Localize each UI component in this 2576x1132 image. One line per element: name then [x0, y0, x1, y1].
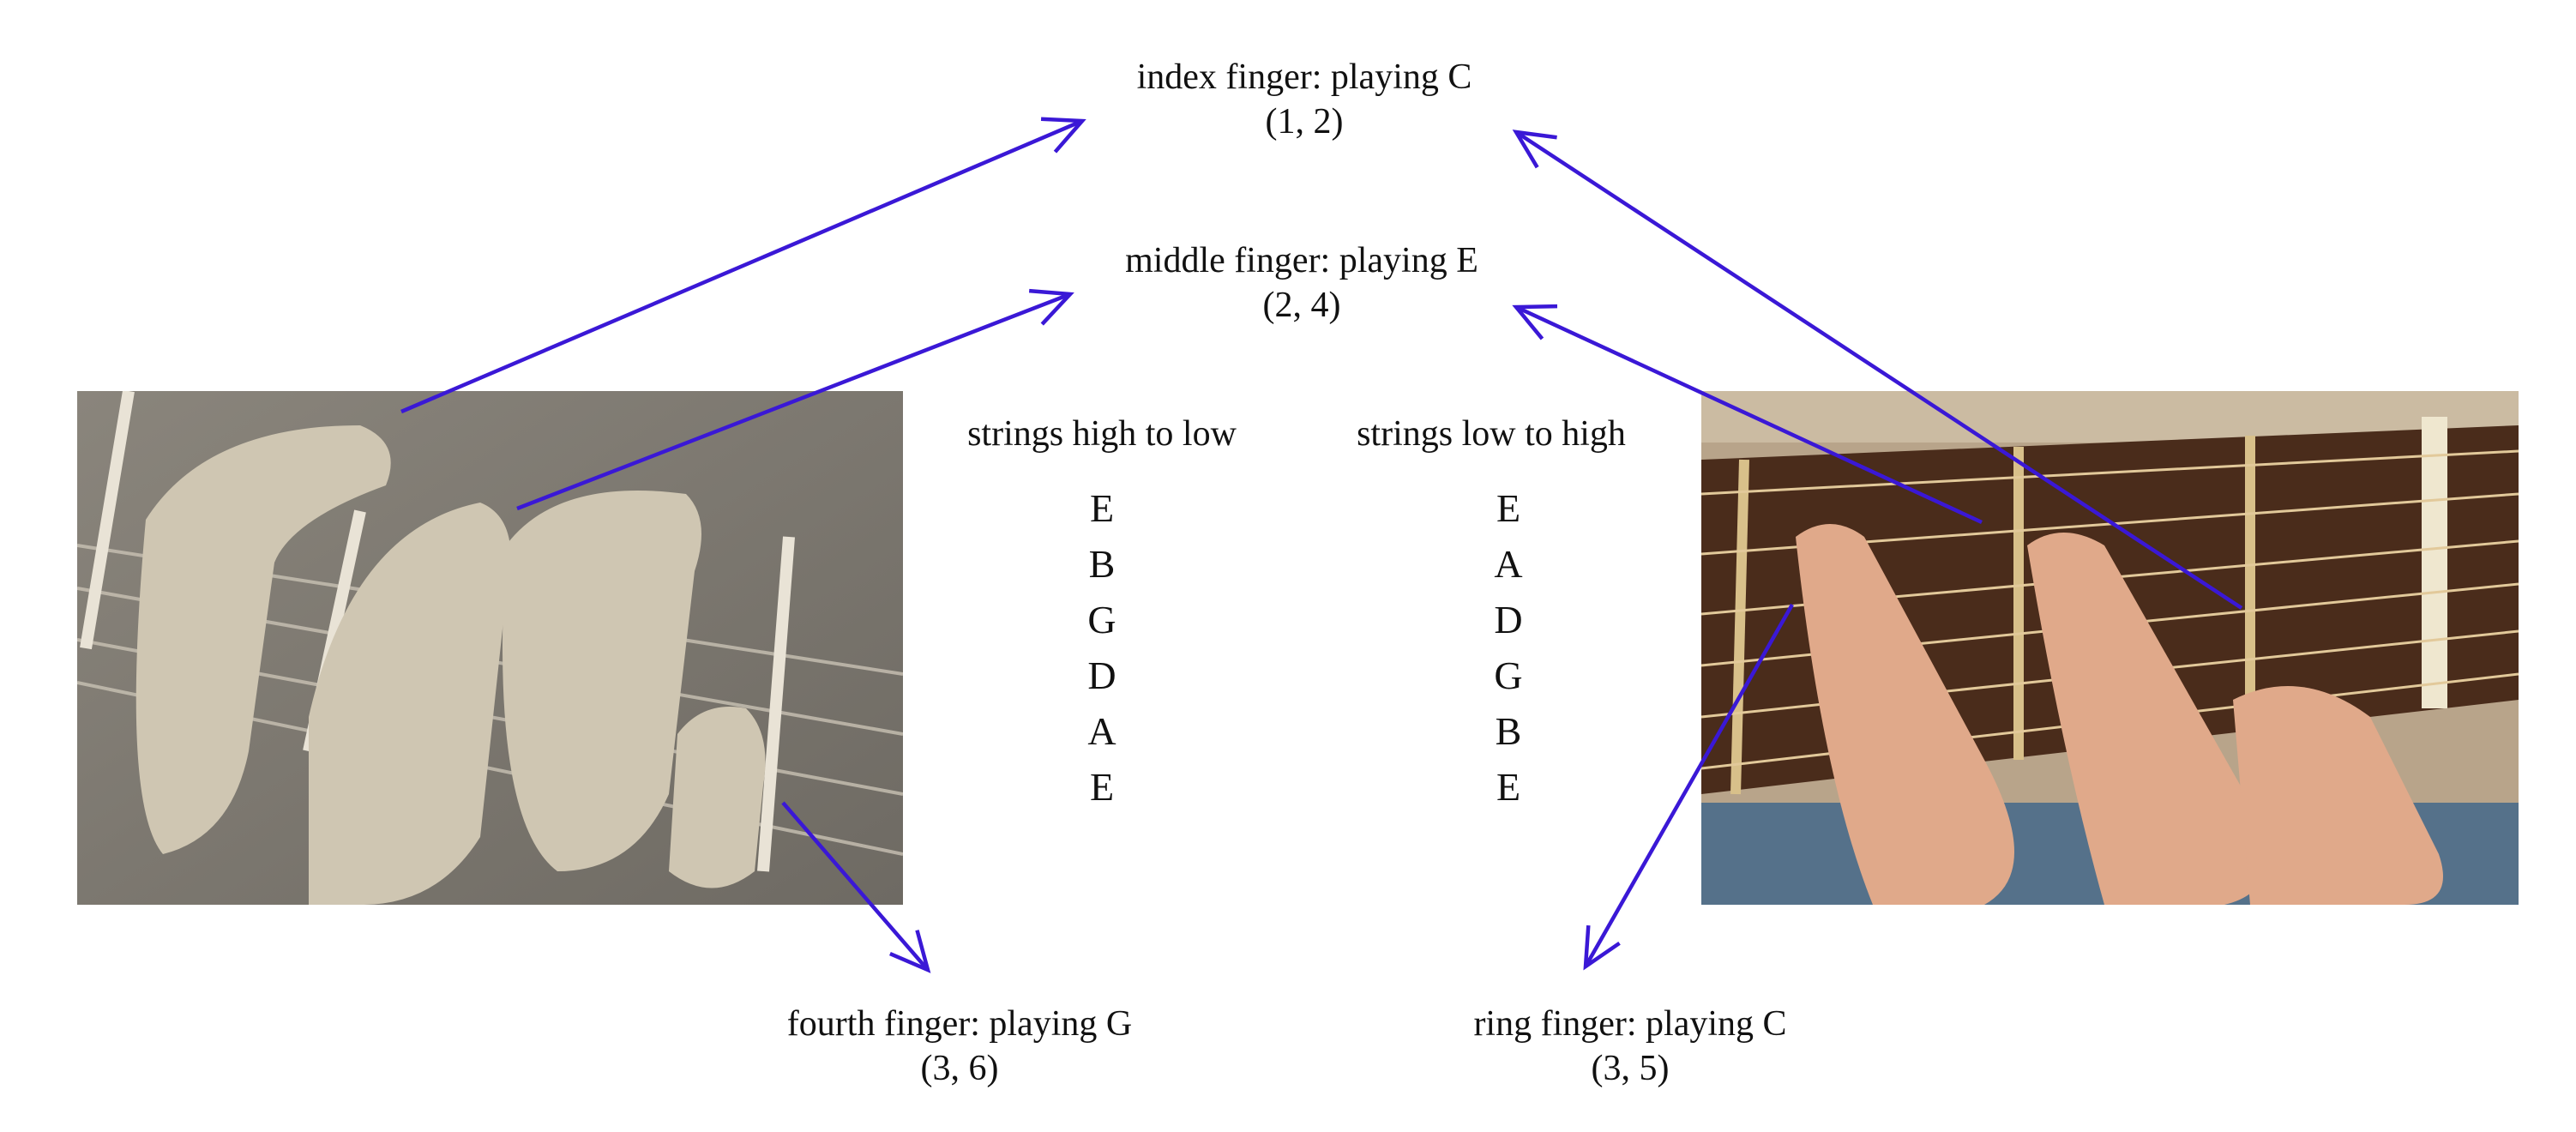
left-hand-photo — [77, 391, 903, 905]
string-note: G — [1494, 653, 1523, 697]
ring-finger-coords: (3, 5) — [1591, 1049, 1670, 1088]
strings-low-to-high-heading: strings low to high — [1357, 414, 1626, 454]
index-finger-title: index finger: playing C — [1136, 57, 1472, 97]
middle-finger-arrow-left — [516, 288, 1074, 511]
ring-finger-arrow — [1583, 603, 1794, 971]
string-note: E — [1496, 486, 1521, 530]
fourth-finger-label: fourth finger: playing G (3, 6) — [787, 1002, 1132, 1091]
middle-finger-arrow-right — [1512, 304, 1983, 525]
ring-finger-label: ring finger: playing C (3, 5) — [1473, 1002, 1786, 1091]
middle-finger-label: middle finger: playing E (2, 4) — [1125, 238, 1478, 328]
middle-finger-title: middle finger: playing E — [1125, 241, 1478, 280]
string-note: A — [1494, 542, 1523, 586]
string-note: B — [1495, 709, 1522, 753]
fourth-finger-coords: (3, 6) — [920, 1049, 999, 1088]
string-note: G — [1087, 598, 1116, 641]
fourth-finger-title: fourth finger: playing G — [786, 1004, 1133, 1044]
string-note: E — [1089, 765, 1115, 809]
middle-finger-coords: (2, 4) — [1262, 286, 1341, 325]
right-hand-photo — [1701, 391, 2519, 905]
index-finger-arrow-right — [1512, 129, 2243, 610]
strings-high-to-low-list: E B G D A E — [1087, 480, 1116, 815]
string-note: E — [1089, 486, 1115, 530]
fourth-finger-arrow — [781, 801, 931, 973]
index-finger-label: index finger: playing C (1, 2) — [1137, 55, 1472, 144]
string-note: D — [1494, 598, 1523, 641]
index-finger-coords: (1, 2) — [1265, 102, 1344, 142]
string-note: E — [1496, 765, 1521, 809]
string-note: B — [1088, 542, 1116, 586]
index-finger-arrow-left — [400, 117, 1086, 414]
string-note: D — [1087, 653, 1116, 697]
strings-low-to-high-list: E A D G B E — [1494, 480, 1522, 815]
strings-high-to-low-heading: strings high to low — [967, 414, 1237, 454]
string-note: A — [1087, 709, 1116, 753]
ring-finger-title: ring finger: playing C — [1473, 1004, 1787, 1044]
